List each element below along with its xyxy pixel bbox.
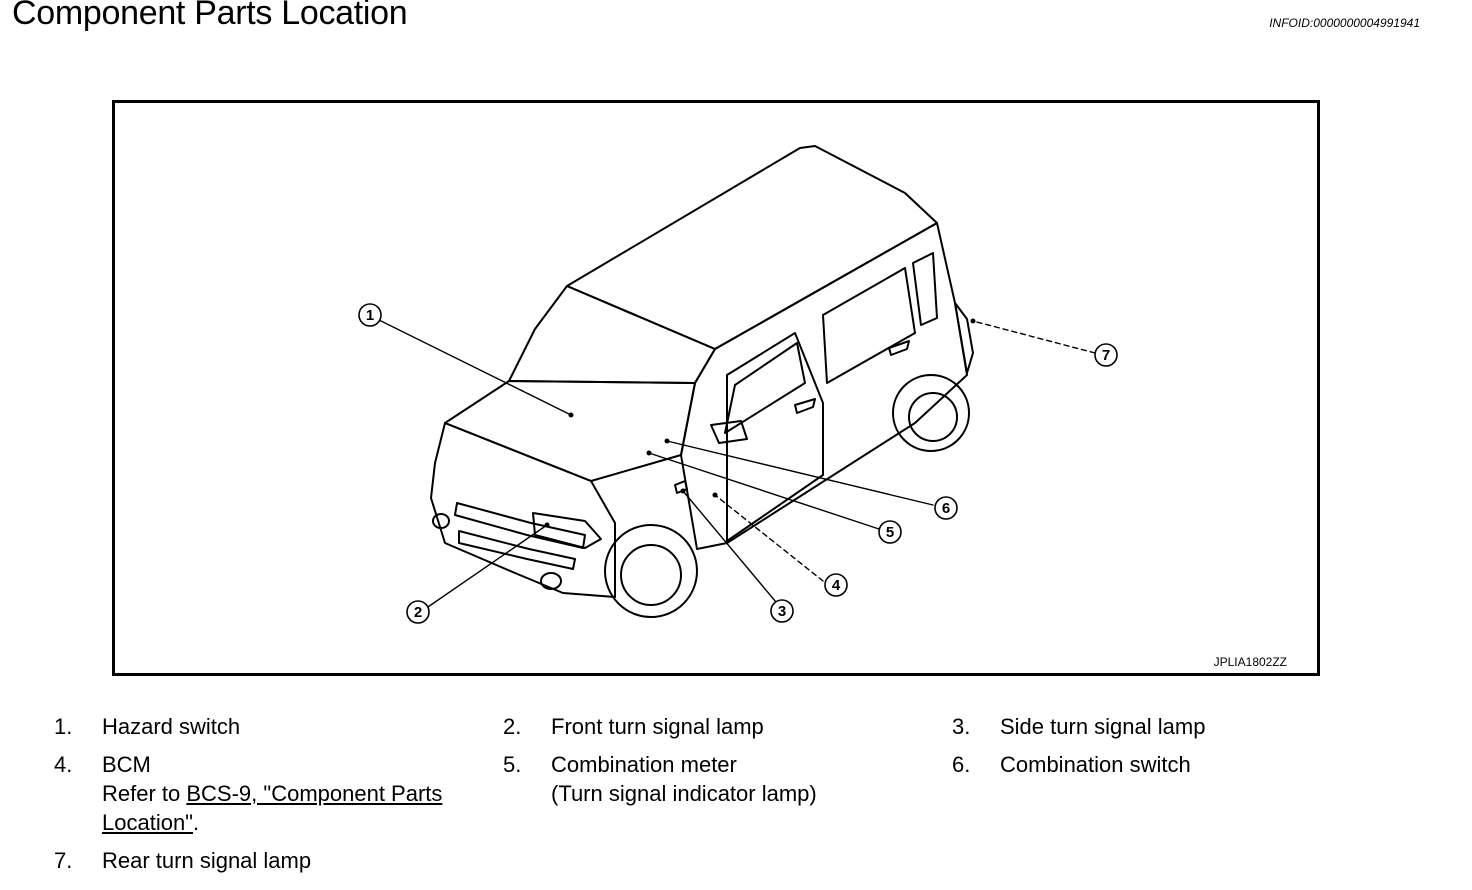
- roof-outline: [566, 145, 938, 350]
- legend-reference-line1: Refer to BCS-9, "Component Parts: [102, 779, 442, 808]
- leader-dot-7: [970, 318, 976, 324]
- callout-label-3: 3: [778, 603, 786, 620]
- leader-line-5: [648, 452, 880, 530]
- legend-number: 2.: [503, 714, 522, 739]
- front-wheel-outer: [604, 524, 698, 618]
- legend-text-block: BCM Refer to BCS-9, "Component Parts Loc…: [102, 750, 442, 837]
- fog-lamp-right: [540, 572, 562, 590]
- rear-wheel-outer: [892, 374, 970, 452]
- reference-prefix: Refer to: [102, 781, 187, 806]
- front-fascia: [430, 422, 616, 598]
- quarter-window: [912, 252, 938, 326]
- fog-lamp-left: [432, 513, 450, 529]
- side-body: [680, 222, 968, 550]
- callout-circle-4: [824, 573, 848, 597]
- legend-label: BCM: [102, 752, 151, 777]
- front-window: [724, 342, 806, 434]
- vehicle-diagram: 1 2 3 4 5 6 7 JPLIA1802ZZ: [112, 100, 1320, 676]
- leader-dot-2: [544, 522, 550, 528]
- side-mirror: [710, 420, 748, 444]
- leader-dot-1: [568, 412, 574, 418]
- vehicle-illustration: 1 2 3 4 5 6 7: [358, 145, 1118, 624]
- lower-grille: [458, 530, 576, 570]
- legend-number: 6.: [952, 752, 971, 777]
- bcs-9-reference-link[interactable]: BCS-9, "Component Parts: [186, 781, 443, 806]
- leader-dot-6: [664, 438, 670, 444]
- front-wheel-inner: [620, 544, 682, 606]
- leader-line-4: [714, 494, 824, 582]
- leader-dot-3: [680, 488, 686, 494]
- legend-label: Combination meter: [551, 752, 737, 777]
- callout-circle-3: [770, 599, 794, 623]
- legend-text-block: Combination meter (Turn signal indicator…: [551, 750, 817, 808]
- leader-line-1: [376, 318, 572, 416]
- callout-circle-2: [406, 600, 430, 624]
- side-turn-lamp-shape: [674, 480, 688, 494]
- front-door: [726, 332, 824, 542]
- legend-sublabel: (Turn signal indicator lamp): [551, 781, 817, 806]
- figure-code: JPLIA1802ZZ: [1213, 655, 1287, 669]
- leader-line-7: [972, 320, 1096, 354]
- legend-label: Front turn signal lamp: [551, 714, 764, 739]
- windshield: [508, 285, 716, 384]
- front-door-handle: [794, 398, 816, 414]
- leader-dot-5: [646, 450, 652, 456]
- callout-circle-1: [358, 303, 382, 327]
- legend-number: 1.: [54, 714, 73, 739]
- callout-label-5: 5: [886, 524, 894, 541]
- legend-number: 5.: [503, 752, 522, 777]
- legend-reference-line2: Location".: [102, 808, 442, 837]
- callout-label-2: 2: [414, 604, 422, 621]
- front-turn-lamp-shape: [532, 512, 602, 549]
- callout-circle-5: [878, 520, 902, 544]
- rear-door-handle: [888, 340, 910, 356]
- leader-line-6: [666, 440, 934, 506]
- grille: [454, 502, 586, 549]
- legend-number: 7.: [54, 848, 73, 873]
- legend-label: Combination switch: [1000, 752, 1191, 777]
- rear-wheel-inner: [908, 392, 958, 442]
- hood: [444, 380, 696, 482]
- legend-label: Hazard switch: [102, 714, 241, 739]
- leader-dot-4: [712, 492, 718, 498]
- legend-number: 3.: [952, 714, 971, 739]
- callout-circle-6: [934, 496, 958, 520]
- leader-line-3: [682, 490, 782, 609]
- bcs-9-reference-link-cont[interactable]: Location": [102, 810, 193, 835]
- info-id: INFOID:0000000004991941: [1269, 16, 1420, 30]
- legend-number: 4.: [54, 752, 73, 777]
- rear-corner: [954, 302, 974, 374]
- legend-label: Side turn signal lamp: [1000, 714, 1206, 739]
- callout-label-1: 1: [366, 307, 374, 324]
- callout-label-4: 4: [832, 577, 841, 594]
- callout-label-6: 6: [942, 500, 950, 517]
- leader-line-2: [424, 524, 548, 610]
- callout-circle-7: [1094, 343, 1118, 367]
- legend-label: Rear turn signal lamp: [102, 848, 312, 873]
- page-title: Component Parts Location: [12, 0, 408, 32]
- callout-label-7: 7: [1102, 347, 1110, 364]
- rear-window: [822, 267, 916, 384]
- reference-suffix: .: [193, 810, 200, 835]
